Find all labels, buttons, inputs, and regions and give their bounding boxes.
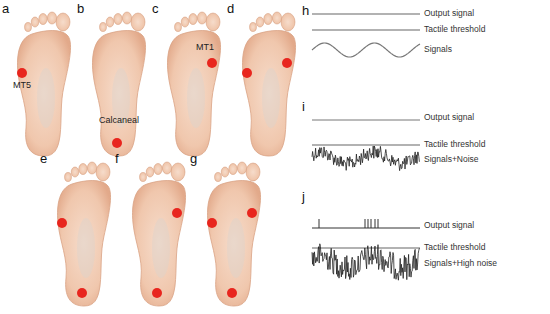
signal-label: Output signal: [424, 221, 474, 230]
panel-letter: f: [115, 152, 119, 166]
signal-label: Output signal: [424, 9, 474, 18]
foot-sole: [242, 12, 296, 156]
noisy-signal: [312, 146, 419, 171]
site-label: MT1: [196, 43, 214, 53]
signal-label: Signals+High noise: [424, 259, 497, 268]
signal-label: Signals: [424, 45, 452, 54]
signal-label: Tactile threshold: [424, 140, 485, 149]
foot-sole: [57, 162, 111, 306]
panel-letter: g: [190, 152, 197, 166]
panel-letter: a: [2, 2, 9, 16]
panel-letter: e: [40, 152, 47, 166]
signal-label: Tactile threshold: [424, 243, 485, 252]
threshold-line: [312, 29, 420, 30]
panel-letter: i: [302, 100, 305, 114]
signal-label: Output signal: [424, 113, 474, 122]
site-label: Calcaneal: [99, 116, 139, 126]
threshold-line: [312, 247, 420, 248]
panel-letter: c: [152, 2, 159, 16]
foot-sole: [133, 162, 186, 306]
output-spikes: [312, 219, 420, 228]
signal-label: Tactile threshold: [424, 25, 485, 34]
foot-sole: [207, 162, 261, 306]
panel-letter: d: [227, 2, 234, 16]
output-line: [312, 13, 420, 14]
panel-letter: b: [77, 2, 84, 16]
output-spikes: [312, 120, 420, 121]
signal-wave: [312, 43, 420, 57]
signal-label: Signals+Noise: [424, 155, 479, 164]
panel-letter: h: [302, 4, 309, 18]
foot-sole: [168, 12, 221, 156]
foot-sole: [93, 12, 146, 156]
noisy-signal: [312, 244, 419, 280]
threshold-line: [312, 144, 420, 145]
site-label: MT5: [13, 81, 31, 91]
panel-letter: j: [302, 190, 305, 204]
